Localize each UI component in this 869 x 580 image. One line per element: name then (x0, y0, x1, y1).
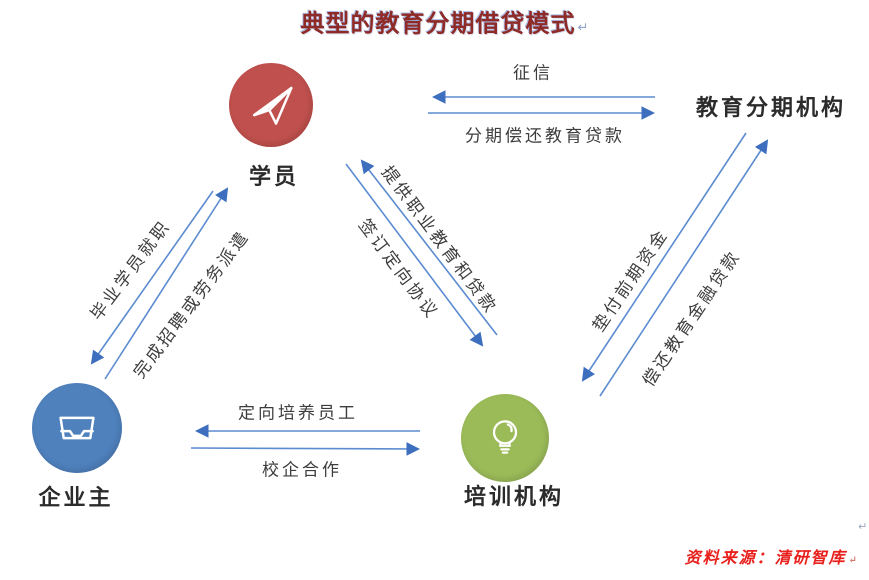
training-org-node-label: 培训机构 (463, 484, 565, 509)
arrow-school-enterprise (190, 442, 421, 456)
student-node-label: 学员 (248, 164, 300, 189)
edge-label-provide-edu-loan: 提供职业教育和贷款 (377, 162, 502, 318)
lightbulb-icon (492, 420, 518, 454)
source-note-text: 资料来源：清研智库 (684, 550, 847, 567)
title-text: 典型的教育分期借贷模式 (300, 10, 576, 38)
source-note: 资料来源：清研智库↵ (685, 544, 859, 568)
paper-plane-icon (252, 86, 293, 125)
edge-label-targeted-training: 定向培养员工 (238, 403, 358, 423)
training-org-node-circle (461, 394, 549, 482)
edge-label-installment-repay: 分期偿还教育贷款 (465, 126, 625, 146)
edge-label-credit-check: 征信 (513, 63, 553, 83)
edge-label-school-enterprise: 校企合作 (262, 460, 342, 480)
employer-node-circle (32, 383, 122, 473)
installment-org-label: 教育分期机构 (695, 95, 847, 120)
corner-paragraph-mark-icon: ↵ (858, 521, 868, 533)
employer-node-label: 企业主 (38, 485, 114, 510)
diagram-title: 典型的教育分期借贷模式↵ (301, 4, 590, 39)
student-node-circle (229, 63, 313, 147)
inbox-icon (59, 416, 95, 440)
edge-label-graduate-employment: 毕业学员就职 (86, 216, 175, 324)
source-paragraph-mark-icon: ↵ (848, 555, 859, 566)
paragraph-mark-icon: ↵ (577, 19, 590, 35)
edge-label-advance-funds: 垫付前期资金 (589, 225, 673, 336)
